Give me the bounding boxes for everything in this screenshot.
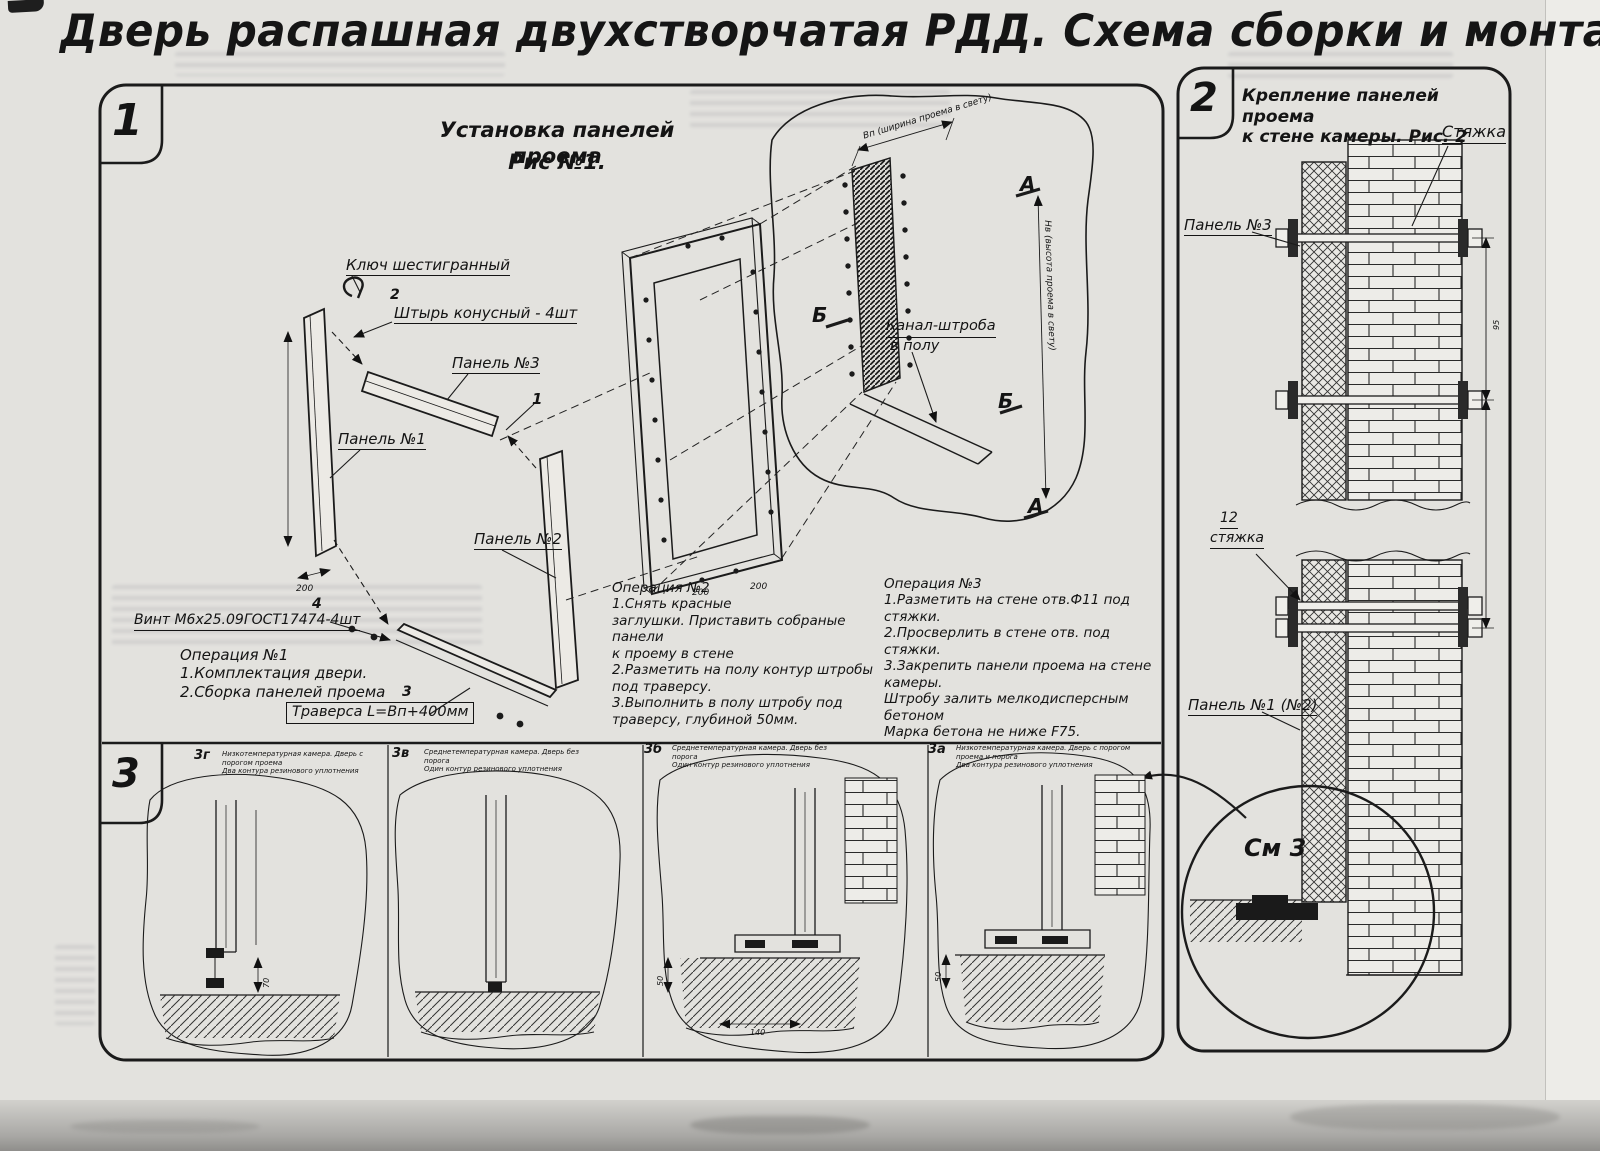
s3-detail-3b bbox=[656, 753, 908, 1054]
label-cone-pin: Штырь конусный - 4шт bbox=[394, 304, 578, 325]
sheet-title: Дверь распашная двухстворчатая РДД. Схем… bbox=[60, 4, 1600, 57]
bleed-ghost bbox=[55, 945, 95, 1025]
assembly-direction-arrows bbox=[331, 331, 537, 625]
fig1-subtitle: Рис №1. bbox=[508, 150, 606, 174]
sheet-frames bbox=[98, 66, 1512, 1062]
scan-smudge bbox=[70, 1120, 260, 1133]
detail-3v-caption: Среднетемпературная камера. Дверь без по… bbox=[424, 748, 579, 774]
see-detail-arrow bbox=[1141, 770, 1247, 819]
label-hex-key: Ключ шестигранный bbox=[346, 256, 510, 277]
scan-smudge bbox=[690, 1116, 870, 1134]
frame-hole-dots bbox=[643, 235, 774, 583]
anchor-dots bbox=[842, 173, 913, 377]
section-mark-B-left: Б bbox=[812, 303, 828, 327]
detail-3g-id: 3г bbox=[194, 748, 210, 763]
callout-number-3: 3 bbox=[402, 684, 412, 700]
callout-number-2: 2 bbox=[390, 287, 400, 303]
s1-wall-opening bbox=[769, 94, 1094, 522]
tie-assembly bbox=[1275, 381, 1483, 419]
label-tie: стяжка bbox=[1210, 530, 1264, 550]
operation-3-text: Операция №3 1.Разметить на стене отв.Ф11… bbox=[884, 576, 1152, 741]
floor-channel bbox=[849, 393, 993, 465]
bleed-ghost bbox=[1228, 52, 1453, 78]
label-panel3: Панель №3 bbox=[452, 354, 540, 375]
s3-detail-3g bbox=[142, 773, 368, 1056]
label-tie-top: Стяжка bbox=[1442, 122, 1506, 144]
s2-dimensions bbox=[1472, 237, 1494, 629]
s2-wall-panel bbox=[1295, 139, 1471, 976]
label-traverse: Траверса L=Bп+400мм bbox=[286, 702, 475, 724]
dim-95: 95 bbox=[1492, 319, 1501, 330]
dim-200-c: 200 bbox=[750, 582, 768, 592]
section3-number: 3 bbox=[112, 751, 140, 797]
label-panel1-2: Панель №1 (№2) bbox=[1188, 696, 1318, 717]
fig2-title: Крепление панелей проема к стене камеры.… bbox=[1242, 86, 1468, 148]
bleed-ghost bbox=[175, 52, 505, 76]
see-detail-circle bbox=[1180, 784, 1436, 1040]
detail-3b-caption: Среднетемпературная камера. Дверь без по… bbox=[672, 744, 827, 770]
label-see-detail-3: См 3 bbox=[1244, 834, 1307, 862]
hex-key-icon bbox=[342, 276, 364, 299]
label-panel1: Панель №1 bbox=[338, 430, 426, 451]
section-mark-A-top: А bbox=[1020, 172, 1036, 196]
label-s2-panel3: Панель №3 bbox=[1184, 216, 1272, 237]
callout-number-4: 4 bbox=[312, 596, 322, 612]
detail-3b-dim-50: 50 bbox=[656, 975, 665, 986]
dim-200-b: 200 bbox=[692, 588, 710, 598]
scan-smudge bbox=[1290, 1104, 1560, 1130]
s3-detail-3v bbox=[394, 770, 621, 1050]
s1-projection-lines bbox=[499, 165, 897, 601]
s1-door-frame bbox=[621, 217, 784, 596]
section-mark-A-bottom: А bbox=[1028, 494, 1044, 518]
s2-floor-detail bbox=[1141, 770, 1462, 1040]
section-mark-B-right: Б bbox=[998, 389, 1014, 413]
operation-1-text: Операция №1 1.Комплектация двери. 2.Сбор… bbox=[180, 646, 386, 701]
detail-3b-dim-140: 140 bbox=[750, 1028, 766, 1037]
detail-3a-id: 3а bbox=[928, 742, 946, 757]
s2-leaders bbox=[1251, 145, 1449, 731]
label-screw: Винт М6х25.09ГОСТ17474-4шт bbox=[134, 612, 361, 632]
scan-bottom-band bbox=[0, 1100, 1600, 1151]
detail-3g-dim: 70 bbox=[262, 977, 271, 988]
scan-right-margin bbox=[1545, 0, 1600, 1151]
section1-number: 1 bbox=[112, 95, 143, 146]
fig1-title: Установка панелей проема bbox=[439, 118, 675, 168]
detail-3g-caption: Низкотемпературная камера. Дверь с порог… bbox=[222, 750, 364, 776]
s1-panel-assembly bbox=[283, 275, 579, 728]
label-floor-channel-1: Канал-штроба bbox=[886, 318, 996, 338]
label-panel2: Панель №2 bbox=[474, 530, 562, 551]
label-floor-channel-2: в полу bbox=[890, 338, 940, 354]
detail-3a-caption: Низкотемпературная камера. Дверь с порог… bbox=[956, 744, 1131, 770]
s3-detail-3a bbox=[932, 752, 1151, 1050]
section-cut-marks bbox=[825, 187, 1049, 520]
detail-3a-dim: 50 bbox=[934, 971, 943, 982]
tie-assembly bbox=[1275, 609, 1483, 647]
section2-number: 2 bbox=[1190, 75, 1218, 121]
label-tie-number: 12 bbox=[1220, 510, 1238, 530]
wall-opening-band bbox=[851, 156, 901, 394]
detail-3v-id: 3в bbox=[392, 746, 410, 761]
detail-3b-id: 3б bbox=[644, 742, 663, 757]
callout-number-1: 1 bbox=[532, 390, 543, 408]
operation-2-text: Операция №2 1.Снять красные заглушки. Пр… bbox=[612, 580, 874, 728]
tie-assembly bbox=[1275, 587, 1483, 625]
dim-200-a: 200 bbox=[296, 584, 314, 594]
